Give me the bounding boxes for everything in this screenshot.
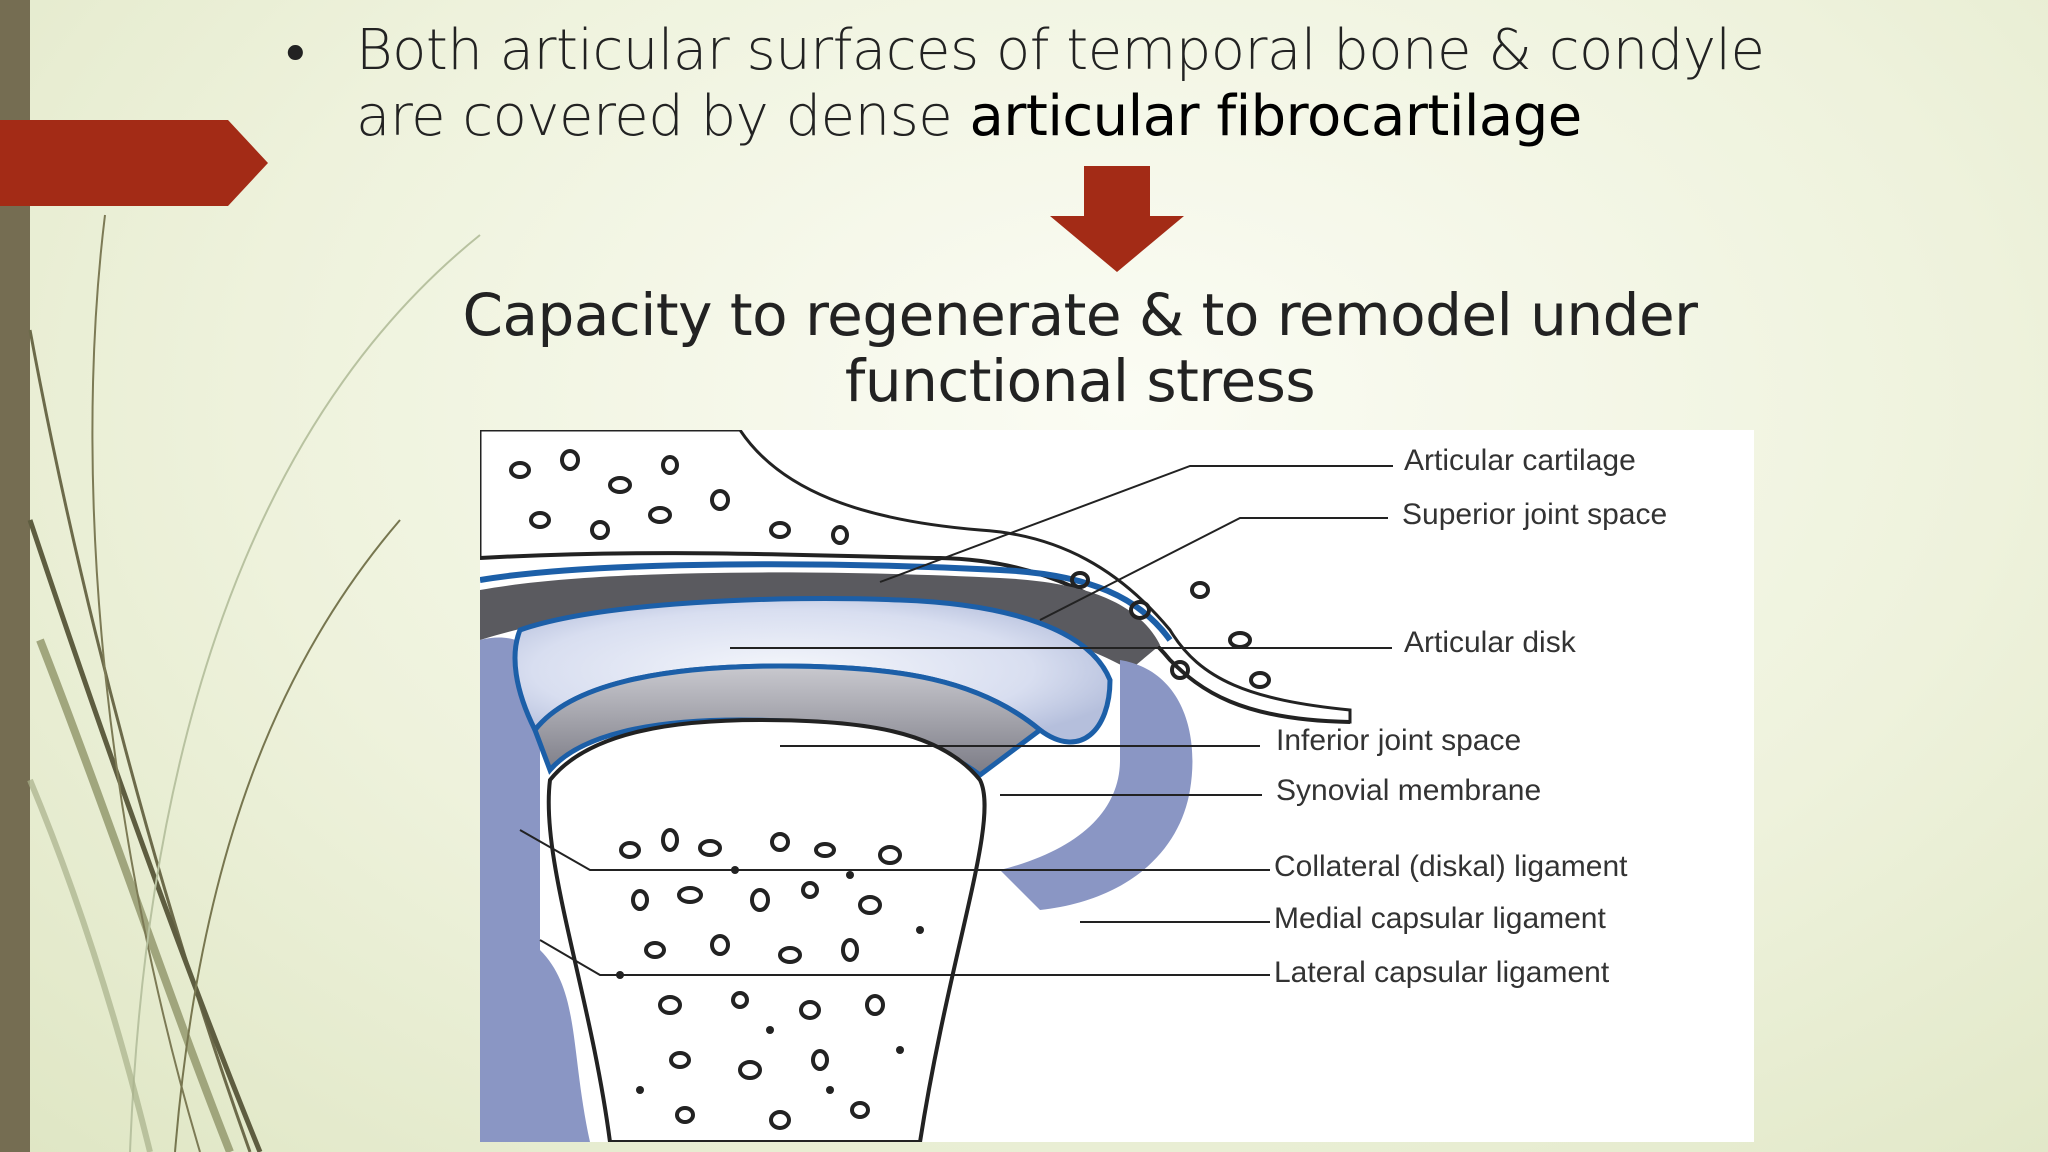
tmj-anatomy-diagram: Articular cartilage Superior joint space… — [480, 430, 1754, 1142]
bullet-text: Both articular surfaces of temporal bone… — [356, 18, 1796, 150]
capacity-statement: Capacity to regenerate & to remodel unde… — [462, 281, 1699, 415]
label-medial-capsular-ligament: Medial capsular ligament — [1274, 902, 1606, 935]
bullet-text-bold: articular fibrocartilage — [969, 84, 1583, 149]
bullet-text-regular: Both articular surfaces of temporal bone… — [356, 18, 1765, 149]
label-superior-joint-space: Superior joint space — [1402, 498, 1668, 531]
red-pentagon-tab-icon — [0, 120, 268, 206]
decorative-swoosh-lines — [27, 214, 481, 1152]
down-arrow-icon — [1050, 166, 1184, 272]
tmj-illustration — [480, 430, 1393, 1142]
temporal-pores-decor — [509, 449, 1271, 689]
label-inferior-joint-space: Inferior joint space — [1276, 724, 1522, 757]
label-collateral-ligament: Collateral (diskal) ligament — [1274, 850, 1628, 883]
leader-lines — [519, 465, 1393, 976]
bone-pores-decor — [619, 828, 902, 1130]
label-lateral-capsular-ligament: Lateral capsular ligament — [1274, 956, 1610, 989]
label-synovial-membrane: Synovial membrane — [1276, 774, 1542, 807]
label-articular-disk: Articular disk — [1404, 626, 1576, 659]
label-articular-cartilage: Articular cartilage — [1404, 444, 1636, 477]
bullet-dot-icon: • — [280, 25, 311, 85]
